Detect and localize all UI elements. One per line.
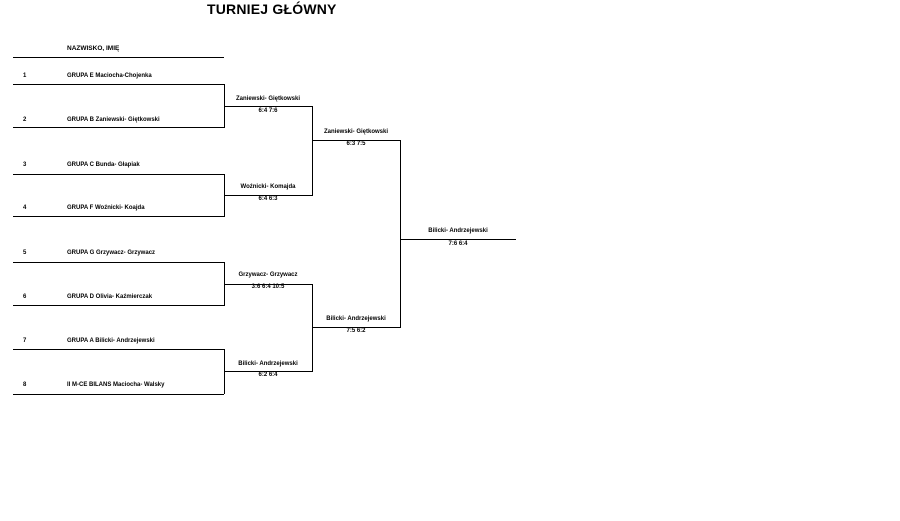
entry-pair: II M-CE BILANS Maciocha- Walsky <box>67 382 165 388</box>
final-line <box>400 239 516 240</box>
match-line <box>224 284 312 285</box>
entry-number: 2 <box>23 117 27 123</box>
entry-number: 7 <box>23 338 27 344</box>
entry-line <box>13 262 224 263</box>
entry-pair: GRUPA G Grzywacz- Grzywacz <box>67 250 156 256</box>
entry-number: 8 <box>23 382 27 388</box>
entry-line <box>13 349 224 350</box>
match-winner: Zaniewski- Giętkowski <box>235 96 301 102</box>
match-score: 3:6 6:4 10:5 <box>251 284 285 290</box>
entry-pair: GRUPA A Bilicki- Andrzejewski <box>67 338 155 344</box>
match-line <box>312 140 400 141</box>
match-winner: Zaniewski- Giętkowski <box>323 129 389 135</box>
entry-line <box>13 174 224 175</box>
match-line <box>312 327 400 328</box>
header-underline <box>13 57 224 58</box>
match-winner: Bilicki- Andrzejewski <box>238 361 298 367</box>
match-winner: Woźnicki- Komajda <box>240 184 296 190</box>
entry-line <box>13 305 224 306</box>
match-line <box>224 195 312 196</box>
match-score: 7:5 6:2 <box>346 328 366 334</box>
match-winner: Grzywacz- Grzywacz <box>238 272 298 278</box>
entry-pair: GRUPA C Bunda- Głapiak <box>67 162 140 168</box>
entry-pair: GRUPA D Olivia- Kaźmierczak <box>67 294 153 300</box>
entry-pair: GRUPA F Woźnicki- Koajda <box>67 205 145 211</box>
entry-line <box>13 84 224 85</box>
entry-line <box>13 394 224 395</box>
entry-number: 5 <box>23 250 27 256</box>
final-winner: Bilicki- Andrzejewski <box>428 228 488 234</box>
entry-number: 3 <box>23 162 27 168</box>
match-score: 6:4 7:6 <box>258 108 278 114</box>
page-title: TURNIEJ GŁÓWNY <box>207 1 337 17</box>
bracket-connector <box>312 106 313 196</box>
match-line <box>224 106 312 107</box>
entry-pair: GRUPA E Maciocha-Chojenka <box>67 73 152 79</box>
match-score: 6:2 6:4 <box>258 372 278 378</box>
match-score: 6:4 6:3 <box>258 196 278 202</box>
match-score: 6:3 7:5 <box>346 141 366 147</box>
match-winner: Bilicki- Andrzejewski <box>326 316 386 322</box>
match-line <box>224 371 312 372</box>
final-score: 7:6 6:4 <box>448 241 468 247</box>
entry-number: 4 <box>23 205 27 211</box>
entry-pair: GRUPA B Zaniewski- Giętkowski <box>67 117 160 123</box>
entry-number: 1 <box>23 73 27 79</box>
entry-line <box>13 216 224 217</box>
entry-line <box>13 127 224 128</box>
bracket-connector <box>400 140 401 328</box>
column-header-name: NAZWISKO, IMIĘ <box>67 45 120 52</box>
bracket-connector <box>312 284 313 372</box>
entry-number: 6 <box>23 294 27 300</box>
